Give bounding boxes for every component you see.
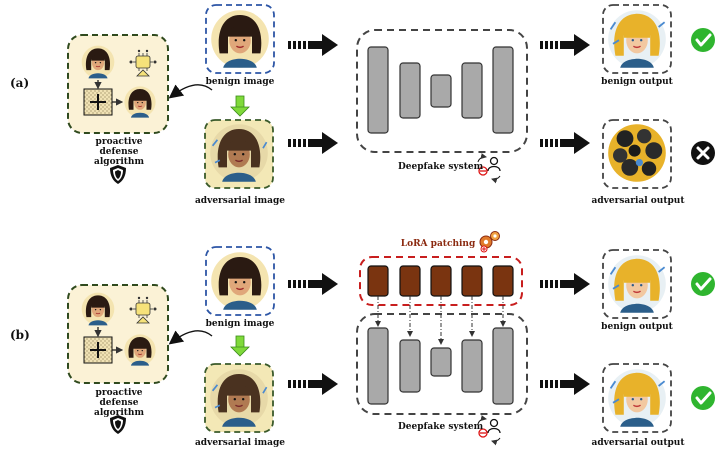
check-icon <box>689 270 717 298</box>
system-label-b: Deepfake system <box>398 422 484 432</box>
benign-image-label-b: benign image <box>205 319 275 329</box>
check-icon <box>689 384 717 412</box>
cross-icon <box>689 139 717 167</box>
adversarial-output-b <box>602 363 672 433</box>
deepfake-system-b <box>356 313 528 415</box>
arrow-icon <box>288 373 338 395</box>
benign-output-label-a: benign output <box>601 77 673 87</box>
arrow-icon <box>288 132 338 154</box>
benign-output-a <box>602 4 672 74</box>
benign-output-label-b: benign output <box>601 322 673 332</box>
panel-a <box>67 4 717 189</box>
arrow-icon <box>540 132 590 154</box>
defense-box-b <box>67 284 169 384</box>
row-label-a: (a) <box>10 76 30 90</box>
benign-output-b <box>602 249 672 319</box>
adversarial-image-b <box>204 363 274 433</box>
arrow-icon <box>540 373 590 395</box>
adversarial-image-a <box>204 119 274 189</box>
lora-patching-label: LoRA patching <box>400 239 476 249</box>
arrow-icon <box>288 34 338 56</box>
shield-icon <box>110 165 126 184</box>
arrow-icon <box>540 273 590 295</box>
benign-image-a <box>205 4 275 74</box>
system-label-a: Deepfake system <box>398 162 484 172</box>
adversarial-image-label-a: adversarial image <box>194 196 286 206</box>
adversarial-output-label-a: adversarial output <box>591 196 685 206</box>
adversarial-image-label-b: adversarial image <box>194 438 286 448</box>
check-icon <box>689 26 717 54</box>
benign-image-b <box>205 246 275 316</box>
adversarial-output-label-b: adversarial output <box>591 438 685 448</box>
panel-b <box>67 231 717 442</box>
benign-image-label-a: benign image <box>205 77 275 87</box>
defense-box-a <box>67 34 169 134</box>
row-label-b: (b) <box>10 328 30 342</box>
arrow-icon <box>540 34 590 56</box>
adversarial-output-a <box>602 119 672 189</box>
defense-output-face-icon <box>124 86 156 118</box>
lora-connectors <box>375 296 506 345</box>
deepfake-system-a <box>356 29 528 153</box>
defense-face-icon <box>81 45 115 79</box>
green-arrow-down-icon <box>230 335 250 357</box>
arrow-icon <box>288 273 338 295</box>
green-arrow-down-icon <box>230 95 250 117</box>
defense-label-b: proactive defense algorithm <box>94 388 144 418</box>
gears-icon <box>479 231 500 253</box>
defense-label-a: proactive defense algorithm <box>94 137 144 167</box>
